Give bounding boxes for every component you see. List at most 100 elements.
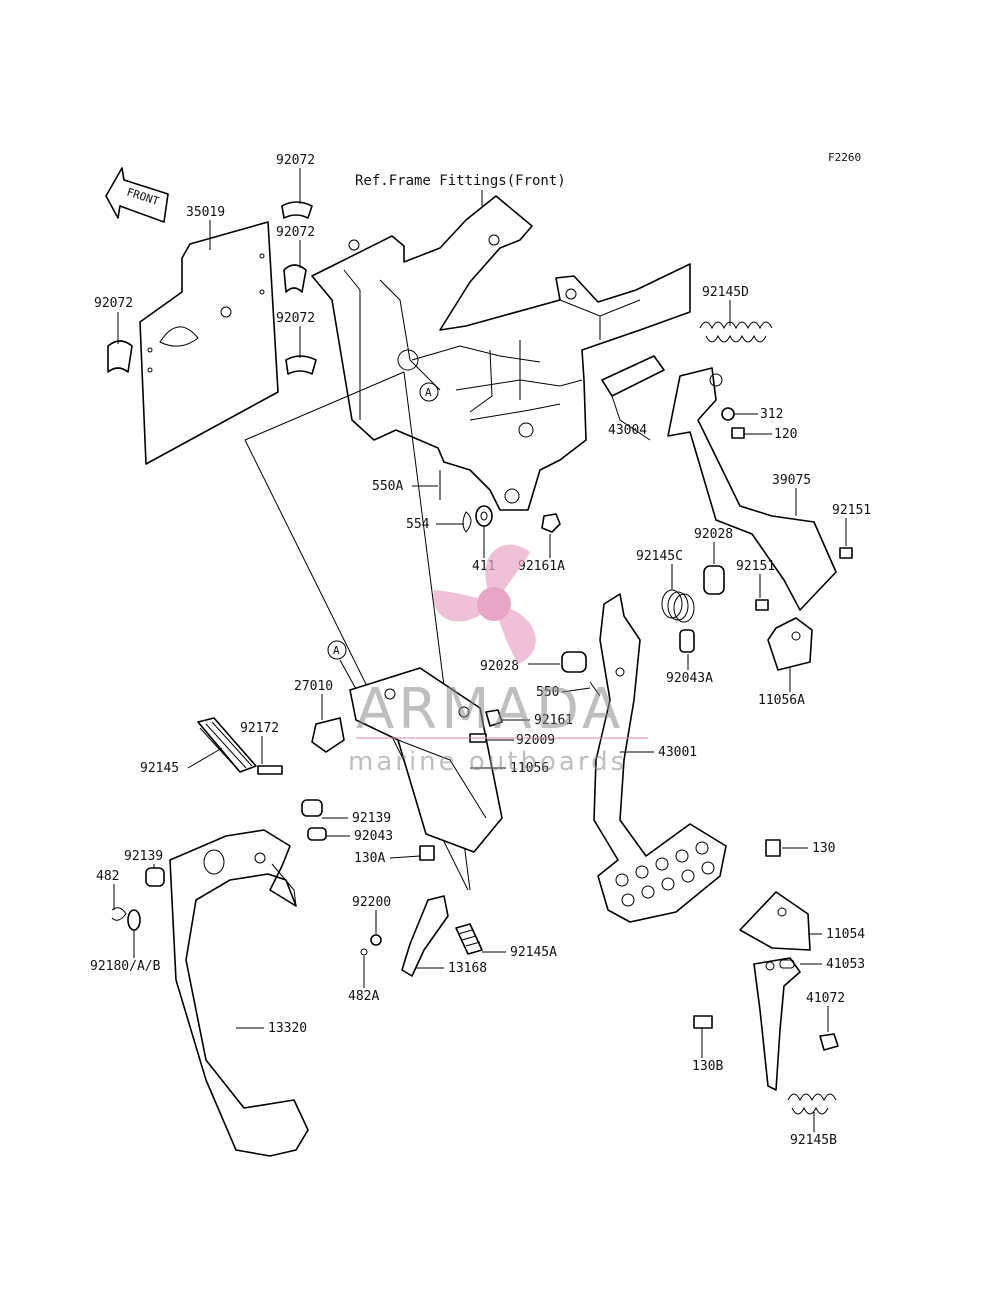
diagram-code: F2260 <box>828 151 861 164</box>
pin-92043a-icon <box>679 629 695 653</box>
bolt-130b-icon <box>693 1015 713 1029</box>
callout-11056A: 11056A <box>758 668 805 708</box>
lever-41053 <box>753 957 801 1091</box>
callout-92072-b: 92072 <box>276 153 315 204</box>
svg-text:92072: 92072 <box>276 225 315 240</box>
pin-550-icon <box>589 681 601 697</box>
svg-text:92009: 92009 <box>516 733 555 748</box>
svg-text:92172: 92172 <box>240 721 279 736</box>
bracket-11056a <box>767 617 813 671</box>
spring-92145a-icon <box>455 923 483 955</box>
spring-92145d-icon <box>699 321 773 343</box>
screw-92172-icon <box>257 765 283 775</box>
svg-text:92043: 92043 <box>354 829 393 844</box>
svg-text:554: 554 <box>406 517 430 532</box>
callout-92200: 92200 <box>352 895 391 934</box>
clip-482-icon <box>111 907 127 921</box>
spring-92145c-icon <box>661 589 695 623</box>
svg-text:92200: 92200 <box>352 895 391 910</box>
callout-92043: 92043 <box>326 829 393 844</box>
callout-43004: 43004 <box>608 423 647 438</box>
washer-411-icon <box>475 505 493 527</box>
svg-text:43001: 43001 <box>658 745 697 760</box>
clip-554-icon <box>462 511 472 533</box>
spring-92145b-icon <box>787 1093 837 1115</box>
pedal-arm-39075 <box>667 367 837 611</box>
callout-92072-a: 92072 <box>94 296 133 344</box>
svg-text:39075: 39075 <box>772 473 811 488</box>
callout-120: 120 <box>744 427 797 442</box>
nut-312-icon <box>721 407 735 421</box>
bolt-92151-b-icon <box>755 599 769 611</box>
svg-text:92145C: 92145C <box>636 549 683 564</box>
bolt-130-icon <box>765 839 781 857</box>
callout-92009: 92009 <box>486 733 555 748</box>
svg-text:92072: 92072 <box>276 153 315 168</box>
svg-text:130: 130 <box>812 841 835 856</box>
frame-fittings <box>311 195 691 511</box>
callout-11056: 11056 <box>470 761 549 776</box>
callout-482: 482 <box>96 869 119 910</box>
callout-92145: 92145 <box>140 747 223 776</box>
callout-92151-a: 92151 <box>832 503 871 546</box>
spring-92145-icon <box>197 717 257 773</box>
svg-text:13320: 13320 <box>268 1021 307 1036</box>
shaft-43004 <box>601 355 665 441</box>
cover-plate-35019 <box>139 221 279 465</box>
svg-text:550A: 550A <box>372 479 403 494</box>
svg-text:92180/A/B: 92180/A/B <box>90 959 161 974</box>
svg-text:A: A <box>425 386 432 399</box>
pedal-43001 <box>593 593 727 923</box>
bolt-130a-icon <box>419 845 435 861</box>
marker-a-lower: A <box>327 640 347 660</box>
svg-text:92139: 92139 <box>352 811 391 826</box>
callout-35019: 35019 <box>186 205 225 250</box>
clip-482a-icon <box>360 948 368 956</box>
propeller-logo-icon <box>433 544 536 664</box>
svg-text:550: 550 <box>536 685 559 700</box>
callout-130A: 130A <box>354 851 421 866</box>
callout-11054: 11054 <box>808 927 865 942</box>
clamp-92072-b-icon <box>281 201 313 219</box>
svg-text:130B: 130B <box>692 1059 723 1074</box>
lever-13168 <box>401 895 449 977</box>
callout-92072-c: 92072 <box>276 225 315 268</box>
clamp-92072-c-icon <box>283 264 307 293</box>
clamp-92072-a-icon <box>107 340 133 373</box>
bushing-92139-b-icon <box>145 867 165 887</box>
callout-92151-b: 92151 <box>736 559 775 598</box>
svg-text:130A: 130A <box>354 851 385 866</box>
callout-92043A: 92043A <box>666 654 713 686</box>
clamp-92072-d-icon <box>285 355 317 375</box>
svg-text:92072: 92072 <box>94 296 133 311</box>
svg-text:312: 312 <box>760 407 783 422</box>
callout-92145B: 92145B <box>790 1112 837 1148</box>
callout-92072-d: 92072 <box>276 311 315 358</box>
callout-92028-a: 92028 <box>694 527 733 564</box>
callout-92180: 92180/A/B <box>90 930 161 974</box>
nut-92161a-icon <box>541 513 561 533</box>
svg-text:92043A: 92043A <box>666 671 713 686</box>
callout-13168: 13168 <box>416 961 487 976</box>
svg-text:27010: 27010 <box>294 679 333 694</box>
svg-text:92145: 92145 <box>140 761 179 776</box>
svg-text:92151: 92151 <box>832 503 871 518</box>
svg-text:92028: 92028 <box>480 659 519 674</box>
callout-27010: 27010 <box>294 679 333 720</box>
svg-text:92145B: 92145B <box>790 1133 837 1148</box>
bolt-92151-a-icon <box>839 547 853 559</box>
svg-text:92072: 92072 <box>276 311 315 326</box>
callout-92028-b: 92028 <box>480 659 560 674</box>
watermark: ARMADA marine outboards <box>348 544 648 777</box>
callout-554: 554 <box>406 517 464 532</box>
switch-27010 <box>311 717 345 753</box>
svg-text:A: A <box>333 644 340 657</box>
pedal-13320 <box>169 829 309 1157</box>
reference-label: Ref.Frame Fittings(Front) <box>355 173 566 189</box>
callout-92139-a: 92139 <box>322 811 391 826</box>
bracket-11054 <box>739 891 811 951</box>
svg-text:92028: 92028 <box>694 527 733 542</box>
nut-41072-icon <box>819 1033 839 1051</box>
callout-39075: 39075 <box>772 473 811 516</box>
